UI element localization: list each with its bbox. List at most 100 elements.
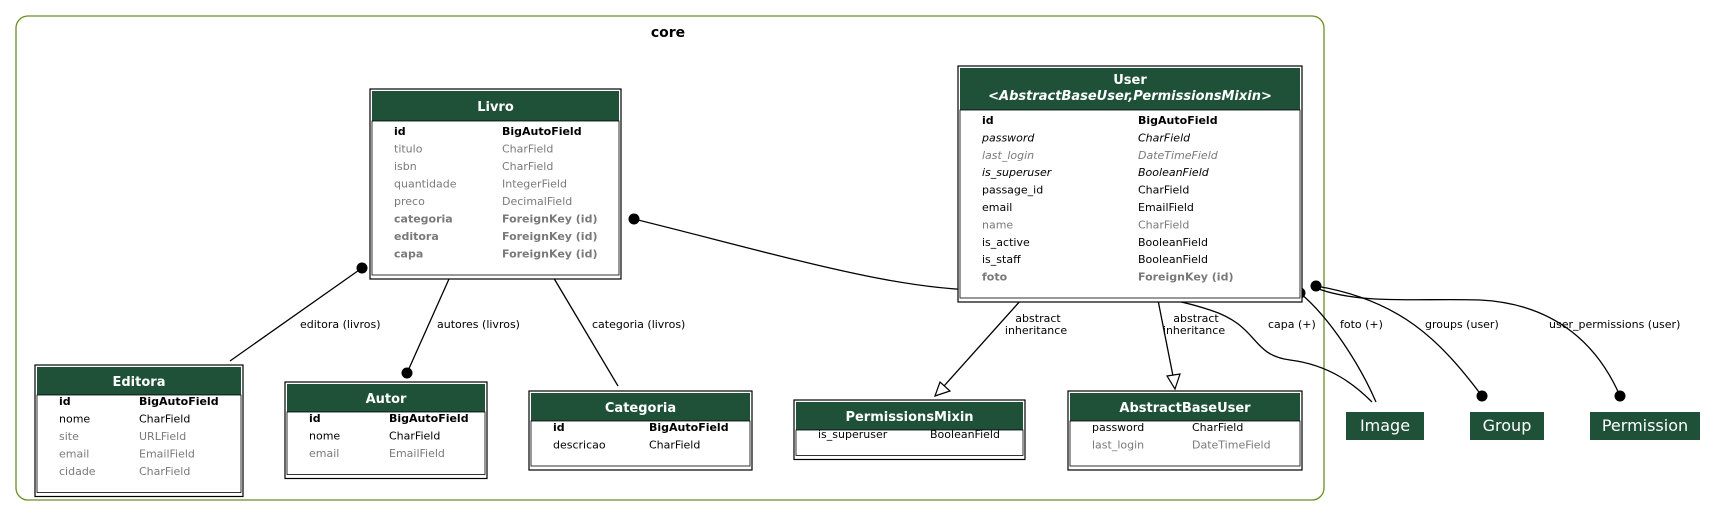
- edge-groups: [1315, 285, 1483, 397]
- field-type: ForeignKey (id): [1138, 271, 1233, 284]
- model-permissionsmixin-body: [795, 429, 1024, 456]
- field-name: nome: [309, 430, 340, 443]
- model-permissionsmixin-header: [796, 402, 1023, 430]
- field-type: CharField: [139, 465, 190, 478]
- edge-editora: [229, 267, 363, 362]
- field-row: last_login DateTimeField: [1092, 439, 1271, 452]
- field-name: is_superuser: [982, 166, 1053, 179]
- edge-label-autores: autores (livros): [437, 318, 520, 331]
- field-type: CharField: [1192, 421, 1243, 434]
- field-name: is_staff: [982, 253, 1021, 266]
- model-autor-title: Autor: [366, 392, 407, 407]
- model-categoria-header: [531, 393, 750, 421]
- field-name: capa: [394, 248, 423, 261]
- edge-groups-dot-bottom: [1476, 390, 1488, 402]
- edge-label-abstract-1a: abstract: [1015, 312, 1061, 325]
- cluster-title: core: [651, 25, 685, 41]
- node-group[interactable]: Group: [1470, 412, 1544, 440]
- model-livro-title: Livro: [477, 100, 514, 115]
- model-editora-body: [36, 394, 242, 493]
- edge-autores: [406, 269, 454, 374]
- field-name: site: [59, 430, 79, 443]
- field-type: DecimalField: [502, 195, 572, 208]
- edge-abstract-abstractbaseuser: [1155, 289, 1174, 377]
- field-type: CharField: [1138, 218, 1189, 231]
- field-row: foto ForeignKey (id): [982, 271, 1233, 284]
- field-name: password: [1092, 421, 1144, 434]
- edge-editora-dot: [356, 262, 368, 274]
- model-autor-body: [286, 411, 486, 475]
- field-name: id: [59, 395, 71, 408]
- field-type: ForeignKey (id): [502, 230, 597, 243]
- field-name: titulo: [394, 143, 423, 156]
- node-image[interactable]: Image: [1346, 412, 1424, 440]
- cluster-frame: [15, 15, 1325, 501]
- field-type: URLField: [139, 430, 186, 443]
- model-abstractbaseuser-title: AbstractBaseUser: [1119, 401, 1251, 416]
- field-type: BigAutoField: [389, 412, 469, 425]
- field-row: password CharField: [1092, 421, 1243, 434]
- model-user[interactable]: User<AbstractBaseUser,PermissionsMixin>i…: [957, 65, 1303, 303]
- field-type: BigAutoField: [649, 421, 729, 434]
- field-type: CharField: [139, 413, 190, 426]
- field-name: is_active: [982, 236, 1030, 249]
- model-abstractbaseuser-header: [1070, 393, 1300, 421]
- field-name: email: [982, 201, 1012, 214]
- model-abstractbaseuser[interactable]: AbstractBaseUser password CharField last_lo…: [1067, 390, 1303, 471]
- edge-label-abstract-1b: inheritance: [1005, 324, 1067, 337]
- field-type: DateTimeField: [1192, 439, 1271, 452]
- field-name: descricao: [553, 439, 606, 452]
- field-name: email: [309, 447, 339, 460]
- field-name: foto: [982, 271, 1008, 284]
- field-row: preco DecimalField: [394, 195, 572, 208]
- field-type: EmailField: [1138, 201, 1194, 214]
- node-image-label: Image: [1360, 416, 1410, 435]
- model-categoria-title: Categoria: [605, 401, 676, 416]
- cluster-core: core: [15, 15, 1325, 501]
- field-name: password: [981, 131, 1035, 144]
- field-name: isbn: [394, 160, 417, 173]
- field-name: is_superuser: [818, 428, 888, 441]
- node-permission-label: Permission: [1602, 416, 1688, 435]
- node-image-box[interactable]: [1346, 412, 1424, 440]
- edge-categoria: [548, 269, 619, 387]
- field-name: last_login: [1092, 439, 1144, 452]
- node-group-box[interactable]: [1470, 412, 1544, 440]
- edge-label-abstract-2b: inheritance: [1163, 324, 1225, 337]
- edge-abstract-permissionsmixin-arrow: [934, 380, 952, 397]
- external-nodes: Image Group Permission: [1346, 412, 1700, 440]
- field-name: id: [394, 125, 406, 138]
- node-permission-box[interactable]: [1590, 412, 1700, 440]
- edge-label-abstract-2a: abstract: [1173, 312, 1219, 325]
- edge-label-groups: groups (user): [1425, 318, 1499, 331]
- edge-abstract-permissionsmixin: [943, 289, 1031, 387]
- model-permissionsmixin-title: PermissionsMixin: [845, 410, 973, 425]
- edge-label-user-permissions: user_permissions (user): [1549, 318, 1680, 331]
- field-type: ForeignKey (id): [502, 213, 597, 226]
- field-type: ForeignKey (id): [502, 248, 597, 261]
- field-type: CharField: [502, 143, 553, 156]
- field-name: quantidade: [394, 178, 457, 191]
- node-permission[interactable]: Permission: [1590, 412, 1700, 440]
- field-name: preco: [394, 195, 425, 208]
- model-user-title: User: [1113, 73, 1147, 88]
- field-type: IntegerField: [502, 178, 567, 191]
- edge-label-categoria: categoria (livros): [592, 318, 685, 331]
